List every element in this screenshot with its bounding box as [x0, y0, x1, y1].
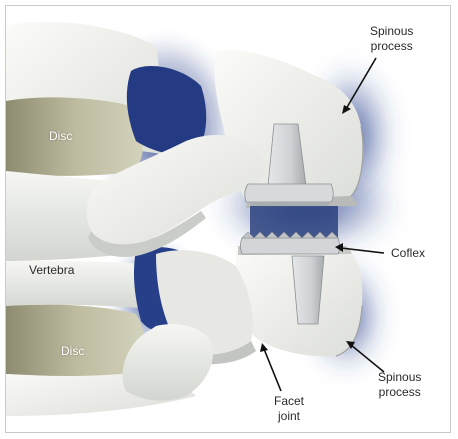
- illustration-frame: Disc Vertebra Disc Spinous process Cofle…: [5, 5, 451, 433]
- label-spinous-lower-line1: Spinous: [378, 370, 421, 385]
- label-coflex: Coflex: [391, 246, 425, 261]
- lower-disc-shape: [6, 304, 144, 376]
- leader-facet: [264, 349, 281, 391]
- label-spinous-upper-line1: Spinous: [370, 24, 413, 39]
- label-spinous-upper-line2: process: [370, 39, 413, 54]
- label-disc-lower: Disc: [61, 344, 84, 359]
- upper-disc-shape: [6, 97, 143, 175]
- label-facet-joint: Facet joint: [274, 394, 304, 424]
- label-vertebra: Vertebra: [29, 263, 74, 278]
- label-spinous-lower: Spinous process: [378, 370, 421, 400]
- label-facet-line2: joint: [274, 409, 304, 424]
- leader-facet-arrow: [260, 343, 268, 352]
- spine-implant-illustration: [6, 6, 451, 433]
- label-spinous-lower-line2: process: [378, 385, 421, 400]
- label-facet-line1: Facet: [274, 394, 304, 409]
- label-disc-upper: Disc: [49, 129, 72, 144]
- label-spinous-upper: Spinous process: [370, 24, 413, 54]
